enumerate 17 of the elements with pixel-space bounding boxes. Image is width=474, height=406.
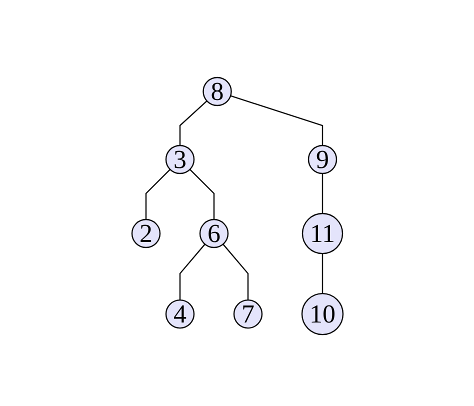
node-circle: 3	[164, 144, 194, 174]
connector	[188, 168, 214, 220]
connector	[222, 244, 248, 300]
node-circle: 7	[232, 299, 262, 328]
node-circle: 9	[307, 144, 337, 174]
node-circle: 2	[130, 218, 160, 248]
node-circle: 4	[164, 299, 194, 328]
connector	[178, 100, 207, 146]
node-circle: 6	[198, 218, 228, 248]
node-circle: 10	[300, 292, 344, 335]
connector	[178, 244, 205, 300]
connector	[321, 253, 323, 294]
connector	[144, 168, 170, 220]
connector	[230, 94, 323, 146]
node-circle: 8	[202, 76, 232, 106]
node-circle: 11	[301, 212, 343, 254]
connector	[321, 173, 323, 214]
